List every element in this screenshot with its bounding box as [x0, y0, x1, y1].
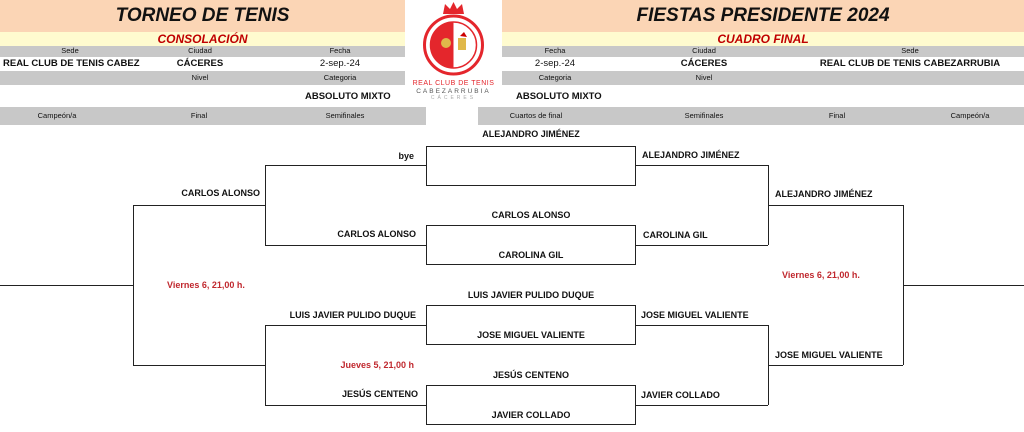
line [636, 405, 768, 406]
line [265, 325, 266, 405]
line [903, 285, 1024, 286]
line [265, 245, 426, 246]
logo-line1: REAL CLUB DE TENIS [412, 80, 495, 87]
qf4-bottom: JAVIER COLLADO [491, 410, 571, 420]
right-fecha-value: 2-sep.-24 [534, 58, 576, 69]
cons-semi-4: JESÚS CENTENO [341, 389, 418, 399]
line [265, 405, 426, 406]
main-final-date: Viernes 6, 21,00 h. [782, 270, 860, 280]
left-title: TORNEO DE TENIS [0, 0, 405, 32]
match-box-3 [426, 305, 636, 345]
match-box-1 [426, 146, 636, 186]
right-label-row-2 [502, 71, 1024, 85]
cons-semi-3: LUIS JAVIER PULIDO DUQUE [289, 310, 416, 320]
right-ciudad-value: CÁCERES [680, 58, 728, 69]
left-fecha-value: 2-sep.-24 [319, 58, 361, 69]
left-ciudad-value: CÁCERES [176, 58, 224, 69]
col-campeon-right: Campeón/a [950, 111, 990, 120]
main-semi-1: ALEJANDRO JIMÉNEZ [642, 150, 740, 160]
left-categoria-label: Categoria [323, 73, 357, 82]
cons-semi-date: Jueves 5, 21,00 h [340, 360, 414, 370]
qf3-bottom: JOSE MIGUEL VALIENTE [477, 330, 585, 340]
line [636, 245, 768, 246]
line [636, 165, 768, 166]
col-final-left: Final [190, 111, 208, 120]
main-final-1: ALEJANDRO JIMÉNEZ [775, 189, 873, 199]
match-box-4 [426, 385, 636, 425]
line [133, 365, 265, 366]
line [636, 325, 768, 326]
right-sede-label: Sede [901, 46, 919, 55]
left-fecha-label: Fecha [329, 46, 351, 55]
right-sede-value: REAL CLUB DE TENIS CABEZARRUBIA [819, 58, 1001, 69]
line [133, 205, 134, 365]
main-semi-2: CAROLINA GIL [643, 230, 708, 240]
col-semis-left: Semifinales [325, 111, 365, 120]
line [265, 165, 266, 245]
line [0, 285, 133, 286]
left-categoria-value: ABSOLUTO MIXTO [305, 91, 391, 102]
right-label-row [502, 46, 1024, 57]
cons-semi-2: CARLOS ALONSO [337, 229, 416, 239]
left-label-row [0, 46, 405, 57]
col-cuartos: Cuartos de final [509, 111, 563, 120]
right-title: FIESTAS PRESIDENTE 2024 [502, 0, 1024, 32]
right-categoria-value: ABSOLUTO MIXTO [516, 91, 602, 102]
cons-final-date: Viernes 6, 21,00 h. [167, 280, 245, 290]
left-column-header [0, 107, 426, 125]
cons-semi-1: bye [398, 151, 414, 161]
qf2-bottom: CAROLINA GIL [498, 250, 564, 260]
col-campeon-left: Campeón/a [37, 111, 77, 120]
left-subtitle: CONSOLACIÓN [0, 32, 405, 46]
club-logo: REAL CLUB DE TENIS CABEZARRUBIA CÁCERES [405, 0, 502, 106]
qf2-top: CARLOS ALONSO [491, 210, 571, 220]
club-crest-icon [423, 2, 484, 76]
match-box-2 [426, 225, 636, 265]
logo-line3: CÁCERES [430, 95, 477, 101]
left-sede-value: REAL CLUB DE TENIS CABEZ [3, 58, 140, 69]
right-ciudad-label: Ciudad [692, 46, 716, 55]
right-subtitle: CUADRO FINAL [502, 32, 1024, 46]
line [265, 165, 426, 166]
qf4-top: JESÚS CENTENO [492, 370, 570, 380]
col-semis-right: Semifinales [684, 111, 724, 120]
main-semi-3: JOSE MIGUEL VALIENTE [641, 310, 749, 320]
left-sede-label: Sede [61, 46, 79, 55]
left-ciudad-label: Ciudad [188, 46, 212, 55]
qf1-top: ALEJANDRO JIMÉNEZ [482, 129, 580, 139]
right-categoria-label: Categoria [538, 73, 572, 82]
line [133, 205, 265, 206]
qf3-top: LUIS JAVIER PULIDO DUQUE [467, 290, 595, 300]
logo-line2: CABEZARRUBIA [416, 88, 491, 95]
cons-final-1: CARLOS ALONSO [181, 188, 260, 198]
main-semi-4: JAVIER COLLADO [641, 390, 720, 400]
right-column-header [478, 107, 1024, 125]
left-label-row-2 [0, 71, 405, 85]
main-final-2: JOSE MIGUEL VALIENTE [775, 350, 883, 360]
line [768, 205, 903, 206]
line [265, 325, 426, 326]
col-final-right: Final [828, 111, 846, 120]
right-fecha-label: Fecha [544, 46, 566, 55]
left-nivel-label: Nivel [191, 73, 209, 82]
line [768, 365, 903, 366]
right-nivel-label: Nivel [695, 73, 713, 82]
